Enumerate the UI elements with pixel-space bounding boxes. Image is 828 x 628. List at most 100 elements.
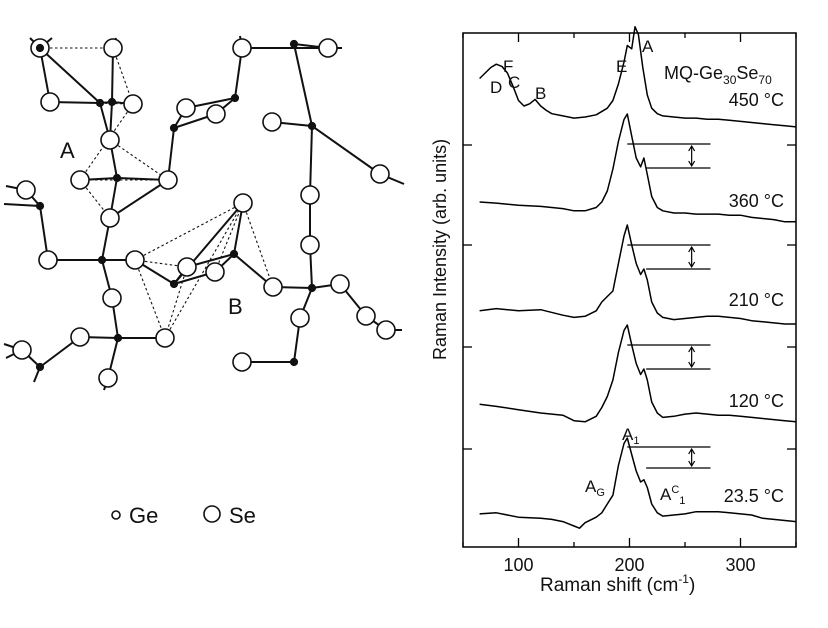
- x-tick-label: 300: [725, 555, 755, 575]
- se-atom: [125, 250, 145, 270]
- se-atom: [300, 235, 320, 255]
- se-atom: [232, 352, 252, 372]
- peak-label-ag: AG: [585, 477, 605, 499]
- temperature-labels: 450 °C 360 °C 210 °C 120 °C 23.5 °C: [724, 90, 784, 506]
- ge-atom: [35, 43, 45, 53]
- se-atom: [123, 94, 143, 114]
- intensity-markers: [627, 143, 711, 469]
- x-tick-label: 100: [503, 555, 533, 575]
- se-atom: [176, 98, 196, 118]
- se-atom: [70, 170, 90, 190]
- ge-atom: [112, 173, 122, 183]
- se-atom: [356, 306, 376, 326]
- legend-label-se: Se: [229, 503, 256, 528]
- arrow-head-down: [688, 460, 696, 468]
- peak-label-b: B: [535, 84, 546, 103]
- arrow-head-down: [688, 361, 696, 369]
- ge-atom: [307, 283, 317, 293]
- spectra: [479, 26, 797, 529]
- se-atom: [232, 38, 252, 58]
- se-atom: [70, 327, 90, 347]
- se-atom: [158, 170, 178, 190]
- se-atom: [98, 368, 118, 388]
- se-atom: [318, 38, 338, 58]
- ge-atom: [95, 98, 105, 108]
- x-tick-labels: 100 200 300: [503, 555, 755, 575]
- se-atom: [206, 104, 226, 124]
- ge-legend-icon: [111, 510, 121, 520]
- ge-atom: [230, 93, 240, 103]
- se-atom: [16, 180, 36, 200]
- temperature-label: 23.5 °C: [724, 486, 784, 506]
- dotted-bond: [134, 202, 244, 261]
- site-label-b: B: [228, 294, 243, 319]
- ge-atom: [97, 255, 107, 265]
- arrow-head-up: [688, 245, 696, 253]
- temperature-label: 120 °C: [729, 391, 784, 411]
- se-atom: [38, 250, 58, 270]
- ge-atom: [289, 357, 299, 367]
- ge-atom: [229, 249, 239, 259]
- spectrum-line: [479, 224, 796, 325]
- atoms: [12, 38, 396, 388]
- se-atom: [103, 38, 123, 58]
- covalent-bonds: [3, 35, 405, 391]
- peak-label-ac1: AC1: [660, 484, 685, 507]
- sample-label: MQ-Ge30Se70: [664, 63, 772, 87]
- dotted-bond: [214, 202, 244, 273]
- se-atom: [205, 262, 225, 282]
- ge-atom: [307, 121, 317, 131]
- spectrum-line: [479, 324, 797, 423]
- se-atom: [102, 288, 122, 308]
- se-atom: [262, 112, 282, 132]
- temperature-label: 360 °C: [729, 191, 784, 211]
- ge-atom: [35, 201, 45, 211]
- atom-legend: Ge Se: [111, 503, 256, 528]
- bond: [293, 43, 313, 127]
- se-atom: [155, 328, 175, 348]
- axis-ticks: [462, 33, 797, 547]
- ge-atom: [107, 97, 117, 107]
- ge-atom: [169, 123, 179, 133]
- ge-atom: [169, 279, 179, 289]
- peak-label-a: A: [642, 37, 654, 56]
- dotted-bond: [109, 139, 169, 181]
- site-label-a: A: [60, 138, 75, 163]
- dotted-bond: [134, 259, 166, 339]
- temperature-label: 450 °C: [729, 90, 784, 110]
- peak-label-a1: A1: [622, 425, 639, 447]
- bond: [311, 125, 381, 175]
- legend-label-ge: Ge: [129, 503, 158, 528]
- spectrum-line: [479, 113, 796, 223]
- spectrum-line: [479, 26, 797, 128]
- arrow-head-down: [688, 261, 696, 269]
- peak-label-d: D: [490, 78, 502, 97]
- peak-label-c: C: [508, 73, 520, 92]
- ge-atom: [289, 39, 299, 49]
- se-atom: [290, 308, 310, 328]
- se-atom: [100, 208, 120, 228]
- se-atom: [300, 185, 320, 205]
- ge-atom: [113, 333, 123, 343]
- ge-atom: [35, 362, 45, 372]
- arrow-head-up: [688, 447, 696, 455]
- bond: [39, 47, 101, 104]
- bond: [309, 125, 313, 196]
- se-atom: [12, 340, 32, 360]
- se-atom: [330, 274, 350, 294]
- temperature-label: 210 °C: [729, 290, 784, 310]
- y-axis-label: Raman Intensity (arb. units): [430, 139, 450, 360]
- dotted-bond: [164, 202, 244, 339]
- se-atom: [177, 257, 197, 277]
- se-atom: [233, 193, 253, 213]
- spectrum-line: [479, 437, 797, 529]
- dotted-bond: [134, 259, 188, 268]
- x-tick-label: 200: [614, 555, 644, 575]
- se-atom: [263, 277, 283, 297]
- arrow-head-up: [688, 144, 696, 152]
- se-atom: [40, 92, 60, 112]
- arrow-head-up: [688, 345, 696, 353]
- se-atom: [376, 320, 396, 340]
- se-atom: [100, 130, 120, 150]
